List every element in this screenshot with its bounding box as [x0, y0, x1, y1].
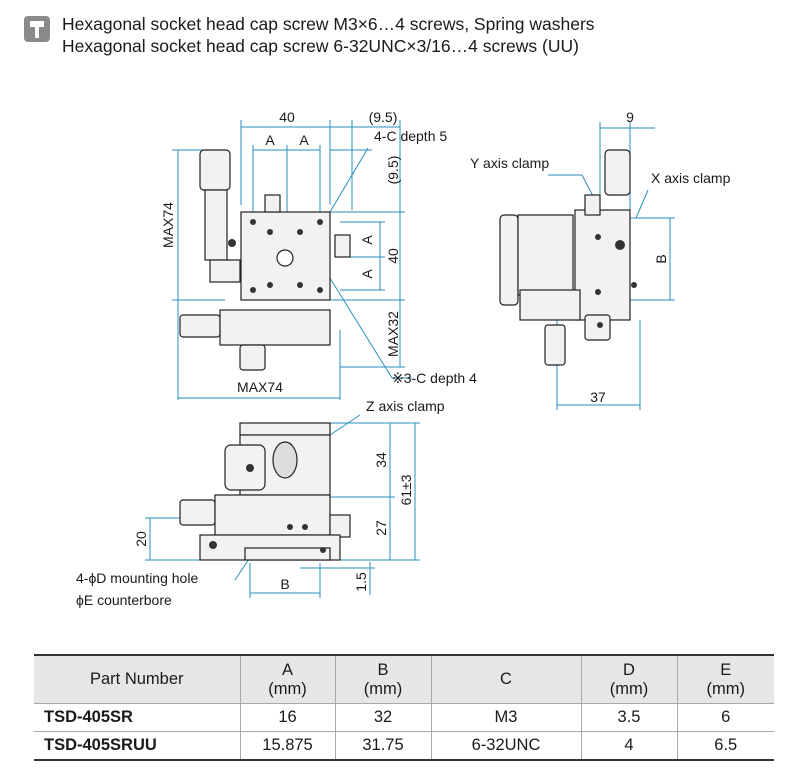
- cell-d: 3.5: [580, 703, 677, 732]
- cell-e: 6.5: [676, 731, 774, 761]
- side-view-stage: [499, 149, 631, 366]
- table-header-row: Part Number A(mm) B(mm) C D(mm) E(mm): [34, 654, 774, 704]
- z-axis-clamp-label: Z axis clamp: [366, 398, 445, 414]
- note-3c-depth: ※3-C depth 4: [392, 370, 477, 386]
- note-4c-depth: 4-C depth 5: [374, 128, 447, 144]
- dim-61: 61±3: [398, 474, 414, 505]
- dim-max32: MAX32: [385, 311, 401, 357]
- cell-c: 6-32UNC: [430, 731, 581, 761]
- mounting-hole-note: 4-ϕD mounting hole: [76, 570, 198, 586]
- dim-20: 20: [133, 531, 149, 547]
- dim-b-side: B: [653, 254, 669, 263]
- part-spec-table: Part Number A(mm) B(mm) C D(mm) E(mm) TS…: [34, 654, 774, 761]
- dim-27: 27: [373, 520, 389, 536]
- side-view-bolts: [595, 234, 637, 328]
- dim-34: 34: [373, 452, 389, 468]
- cell-part-number: TSD-405SRUU: [34, 731, 240, 761]
- dim-9: 9: [626, 109, 634, 125]
- table-row: TSD-405SRUU 15.875 31.75 6-32UNC 4 6.5: [34, 731, 774, 761]
- dim-width: 40: [279, 109, 295, 125]
- dim-1-5: 1.5: [353, 572, 369, 592]
- dim-offset: (9.5): [369, 109, 398, 125]
- dim-offset-vertical: (9.5): [385, 156, 401, 185]
- screw-spec-line-2: Hexagonal socket head cap screw 6-32UNC×…: [62, 36, 579, 56]
- cell-c: M3: [430, 703, 581, 732]
- header-d: D(mm): [580, 654, 678, 704]
- cell-b: 32: [334, 703, 431, 732]
- cell-e: 6: [676, 703, 774, 732]
- counterbore-note: ϕE counterbore: [76, 592, 172, 608]
- dim-max74-horizontal: MAX74: [237, 379, 283, 395]
- dim-height: 40: [385, 248, 401, 264]
- header-b: B(mm): [334, 654, 432, 704]
- dim-a-1: A: [265, 132, 275, 148]
- y-axis-clamp-label: Y axis clamp: [470, 155, 549, 171]
- dimension-lines: [145, 120, 675, 598]
- front-view-stage: [179, 422, 351, 561]
- top-view-stage: [179, 149, 351, 371]
- header-a: A(mm): [239, 654, 336, 704]
- dim-a-2: A: [299, 132, 309, 148]
- technical-drawing: 40 (9.5) A A 4-C depth 5 (9.5) A A 40 MA…: [76, 109, 731, 608]
- top-view-bolts: [228, 219, 323, 293]
- header-c: C: [430, 654, 582, 704]
- dim-a-3: A: [359, 235, 375, 245]
- cell-part-number: TSD-405SR: [34, 703, 240, 732]
- dim-a-4: A: [359, 269, 375, 279]
- cell-d: 4: [580, 731, 677, 761]
- z-axis-clamp-knob: [272, 441, 298, 479]
- header-part-number: Part Number: [34, 654, 241, 704]
- header-e: E(mm): [676, 654, 774, 704]
- cell-a: 16: [239, 703, 335, 732]
- front-view-bolts: [209, 464, 326, 553]
- hex-socket-screw-icon: [24, 16, 50, 42]
- dim-max74-vertical: MAX74: [160, 202, 176, 248]
- cell-a: 15.875: [239, 731, 335, 761]
- dim-37: 37: [590, 389, 606, 405]
- x-axis-clamp-label: X axis clamp: [651, 170, 731, 186]
- cell-b: 31.75: [334, 731, 431, 761]
- dim-b-front: B: [280, 576, 289, 592]
- table-row: TSD-405SR 16 32 M3 3.5 6: [34, 703, 774, 732]
- screw-spec-line-1: Hexagonal socket head cap screw M3×6…4 s…: [62, 14, 595, 34]
